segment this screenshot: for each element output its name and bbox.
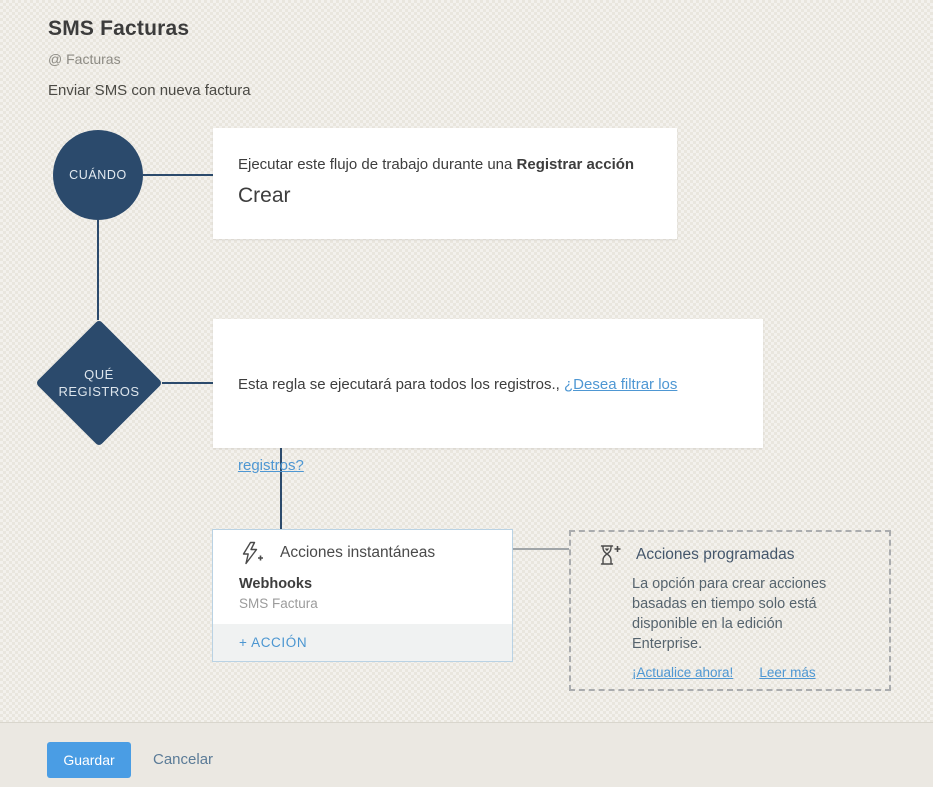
hourglass-plus-icon — [596, 543, 622, 567]
filter-records-link[interactable]: ¿Desea filtrar los — [564, 376, 678, 393]
add-action-button[interactable]: + ACCIÓN — [239, 635, 308, 650]
which-records-sentence: Esta regla se ejecutará para todos los r… — [238, 376, 677, 393]
scheduled-actions-card: Acciones programadas La opción para crea… — [569, 530, 891, 691]
when-trigger-value: Crear — [238, 184, 291, 207]
instant-action-item-type[interactable]: Webhooks — [239, 576, 313, 592]
instant-action-item-name[interactable]: SMS Factura — [239, 596, 318, 611]
add-action-row[interactable]: + ACCIÓN — [213, 624, 512, 661]
instant-actions-title: Acciones instantáneas — [280, 544, 436, 561]
connector-which-actions — [280, 448, 282, 529]
instant-actions-card: Acciones instantáneas Webhooks SMS Factu… — [212, 529, 513, 662]
read-more-link[interactable]: Leer más — [759, 665, 816, 680]
cancel-button[interactable]: Cancelar — [153, 751, 214, 768]
which-records-label-line2: REGISTROS — [58, 384, 140, 399]
scheduled-actions-message: La opción para crear acciones basadas en… — [632, 576, 827, 652]
connector-when-card — [143, 174, 213, 176]
when-rule-prefix: Ejecutar este flujo de trabajo durante u… — [238, 156, 517, 173]
save-button[interactable]: Guardar — [47, 742, 131, 778]
module-label: @ Facturas — [48, 51, 121, 67]
lightning-plus-icon — [239, 541, 264, 565]
when-card[interactable]: Ejecutar este flujo de trabajo durante u… — [213, 128, 677, 239]
which-records-text: Esta regla se ejecutará para todos los r… — [238, 376, 565, 393]
when-node[interactable]: CUÁNDO — [53, 130, 143, 220]
page-title: SMS Facturas — [48, 17, 190, 40]
connector-instant-scheduled — [513, 548, 569, 550]
connector-when-which — [97, 220, 99, 320]
filter-records-link-wrap[interactable]: registros? — [238, 457, 304, 474]
scheduled-actions-title: Acciones programadas — [636, 546, 795, 563]
when-rule-sentence: Ejecutar este flujo de trabajo durante u… — [238, 156, 634, 173]
which-records-card[interactable]: Esta regla se ejecutará para todos los r… — [213, 319, 763, 448]
footer-action-bar: Guardar Cancelar — [0, 722, 933, 787]
when-node-label: CUÁNDO — [69, 168, 127, 182]
when-rule-trigger: Registrar acción — [516, 156, 635, 173]
upgrade-now-link[interactable]: ¡Actualice ahora! — [632, 665, 734, 680]
which-records-label-line1: QUÉ — [84, 367, 114, 382]
workflow-description: Enviar SMS con nueva factura — [48, 82, 251, 99]
connector-which-card — [162, 382, 213, 384]
which-records-node-label: QUÉ REGISTROS — [36, 320, 162, 446]
